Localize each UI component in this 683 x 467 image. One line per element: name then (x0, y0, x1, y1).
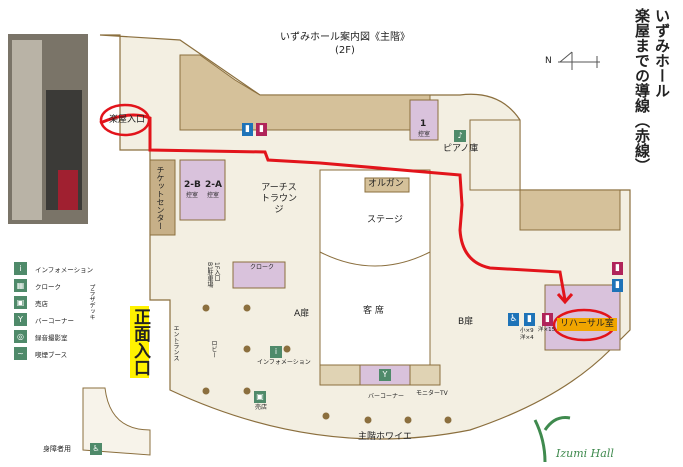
lobby-label: ロビー (210, 340, 217, 358)
accessible-toilet-icon: ♿ (508, 313, 519, 326)
piano-storage-label: ピアノ庫 (443, 144, 479, 154)
shop-icon: ▣ (254, 391, 266, 403)
side-title-line2: 楽屋までの導線（赤線） (633, 8, 651, 173)
room-2b-sub: 控室 (186, 192, 199, 199)
womens-toilet-icon: ▮ (256, 123, 267, 136)
room-1-sub: 控室 (418, 131, 431, 138)
information-label: インフォメーション (257, 359, 311, 366)
room-2a-label: 2-A (205, 180, 222, 190)
information-icon: i (14, 262, 27, 275)
accessible-toilet-icon: ♿ (90, 443, 102, 455)
legend-item: ◎ 録音撮影室 (14, 330, 68, 343)
shop-icon: ▣ (14, 296, 27, 309)
entrance-label: エントランス (172, 325, 179, 361)
monitor-tv-label: モニターTV (416, 390, 448, 397)
logo-text: Izumi Hall (556, 447, 614, 460)
cloakroom-icon: ▦ (14, 279, 27, 292)
room-2a-sub: 控室 (207, 192, 220, 199)
accessible-label: 身障者用 (43, 445, 71, 453)
information-icon: i (270, 346, 282, 358)
legend-item: ~ 喫煙ブース (14, 347, 67, 360)
legend-label: インフォメーション (35, 265, 94, 274)
ticket-center-label: チケットセンター (156, 166, 165, 230)
bar-label: バーコーナー (368, 393, 405, 400)
shop-label: 売店 (255, 404, 268, 411)
bar-icon: Y (379, 369, 391, 381)
legend-item: ▣ 売店 (14, 296, 48, 309)
floor-label: (2F) (335, 45, 355, 56)
plaza-deck-label: プラザデッキ (88, 284, 95, 320)
mens-toilet-icon: ▮ (524, 313, 535, 326)
artist-lounge-label: アーチストラウンジ (260, 183, 297, 215)
bar-icon: Y (14, 313, 27, 326)
seats-label: 客 席 (363, 306, 384, 316)
legend-label: 録音撮影室 (35, 333, 68, 342)
north-label: N (545, 56, 552, 66)
side-title-line1: いずみホール (653, 8, 671, 98)
legend-item: ▦ クローク (14, 279, 61, 292)
legend-label: バーコーナー (35, 316, 74, 325)
mens-toilet-count: 小×9 洋×4 (520, 328, 534, 341)
auditorium (319, 169, 431, 366)
legend-item: Y バーコーナー (14, 313, 74, 326)
legend-label: 喫煙ブース (35, 350, 68, 359)
door-b-label: B扉 (458, 317, 474, 327)
izumi-hall-logo (533, 416, 571, 463)
room-2b-label: 2-B (184, 180, 201, 190)
entrance-1f-label: 1F入口 (213, 262, 220, 282)
foyer-label: 主階ホワイエ (358, 432, 412, 442)
cloak-label: クローク (250, 264, 275, 271)
legend-label: クローク (35, 282, 61, 291)
womens-toilet-icon: ▮ (542, 313, 553, 326)
route-line (99, 113, 567, 301)
legend-item: i インフォメーション (14, 262, 93, 275)
waiting-rooms-2 (179, 159, 226, 221)
recording-studio-icon: ◎ (14, 330, 27, 343)
smoking-icon: ~ (14, 347, 27, 360)
organ-label: オルガン (368, 179, 404, 189)
north-arrow-icon (558, 51, 600, 70)
womens-toilet-icon: ▮ (612, 262, 623, 275)
room-1-label: 1 (420, 119, 427, 129)
backstage-entrance-circle (99, 103, 151, 137)
main-entrance-label: 正面入口 (130, 306, 150, 378)
backstage-entrance-label: 楽屋入口 (109, 115, 146, 125)
mens-toilet-icon: ▮ (612, 279, 623, 292)
map-title: いずみホール案内図《主階》 (280, 32, 410, 43)
piano-icon: ♪ (454, 130, 466, 142)
mens-toilet-icon: ▮ (242, 123, 253, 136)
door-a-label: A扉 (294, 309, 310, 319)
stage-label: ステージ (367, 215, 403, 225)
parking-b1-label: B1駐車場 (206, 262, 213, 288)
womens-toilet-count: 洋×15 (538, 327, 556, 333)
legend-label: 売店 (35, 299, 48, 308)
rehearsal-room-label: リハーサル室 (557, 318, 617, 331)
